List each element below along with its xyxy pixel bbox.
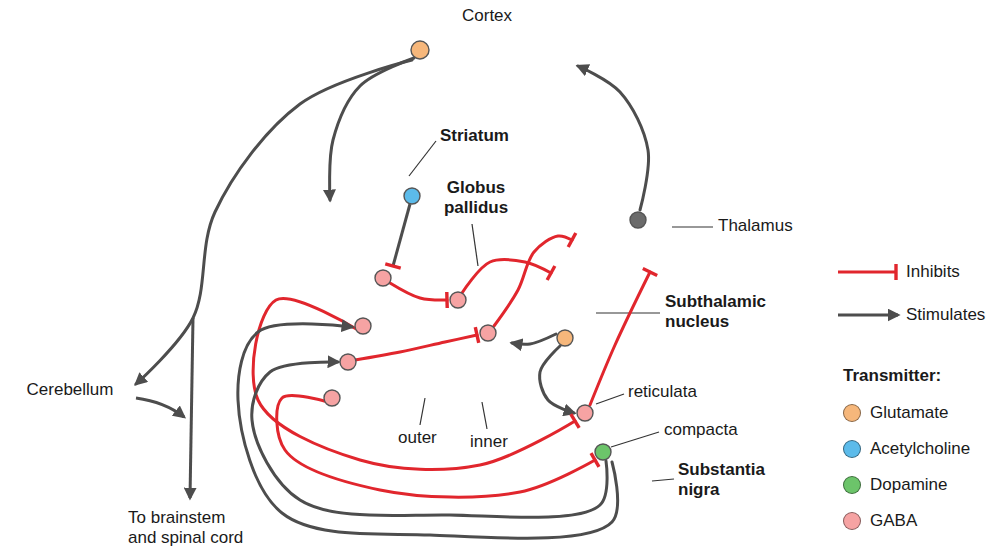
neuron-gaba	[480, 325, 496, 341]
part-label: inner	[470, 432, 508, 452]
globus-pallidus-shape	[373, 233, 551, 438]
descending-pathway	[190, 318, 193, 498]
legend-text: Acetylcholine	[870, 439, 970, 459]
part-label: reticulata	[628, 382, 697, 402]
grey-panel	[200, 70, 1000, 555]
inhibitory-connector	[390, 283, 447, 300]
globus-pallidus-shape	[398, 253, 526, 417]
neuron-acetylcholine	[404, 188, 420, 204]
nucleus-node: Globus pallidus	[398, 253, 526, 417]
legend-sample	[832, 260, 902, 284]
excitatory-connector	[136, 60, 412, 384]
neuron-gaba	[340, 354, 356, 370]
leader-line	[652, 479, 674, 481]
legend-text: Stimulates	[906, 305, 985, 325]
cortex-band	[80, 7, 1000, 118]
nucleus-node: Subthalamic nucleus	[533, 263, 601, 347]
excitatory-connector	[578, 66, 649, 210]
neuron-glutamate	[557, 330, 573, 346]
legend-swatch	[843, 404, 861, 422]
part-label: outer	[398, 428, 437, 448]
leader-line	[420, 398, 425, 425]
structure-name: Substantia nigra	[678, 460, 782, 501]
inhibitory-connector	[494, 236, 572, 326]
inhibitory-connector	[462, 259, 551, 293]
neuron-dopamine	[595, 444, 611, 460]
structure-name: Subthalamic nucleus	[665, 292, 783, 333]
subthalamic-shape	[533, 263, 601, 347]
inhibitory-connector	[355, 335, 477, 360]
structure-name: Globus pallidus	[434, 178, 518, 219]
segment-divider	[426, 257, 498, 413]
cerebellum-shape	[6, 352, 134, 428]
cortex-band	[80, 0, 1000, 125]
neuron-glutamate	[411, 41, 429, 59]
legend-text: Dopamine	[870, 475, 948, 495]
excitatory-connector	[252, 362, 607, 517]
legend-swatch	[843, 440, 861, 458]
neuron-gaba	[577, 405, 593, 421]
striatum-shape	[262, 140, 430, 430]
nucleus-node: Thalamus	[569, 181, 711, 269]
nucleus-node: Cortex	[80, 0, 1000, 125]
part-label: Transmitter:	[843, 366, 941, 386]
striatum-shape	[231, 123, 458, 448]
legend-line	[838, 271, 896, 274]
cerebellar-output	[136, 398, 184, 417]
part-label: To brainstem and spinal cord	[128, 508, 256, 547]
neuron-gaba	[375, 270, 391, 286]
leader-line	[596, 312, 660, 313]
leader-line	[482, 402, 487, 429]
structure-name: Cortex	[462, 6, 512, 26]
neuron-gaba	[324, 390, 340, 406]
part-label: compacta	[664, 420, 738, 440]
leader-line	[611, 432, 659, 447]
structure-name: Striatum	[440, 126, 509, 146]
thalamus-shape	[561, 169, 719, 281]
segment-divider	[522, 398, 663, 482]
neuron-thalamic	[630, 212, 646, 228]
legend-swatch	[843, 476, 861, 494]
structure-name: Cerebellum	[27, 380, 114, 400]
structure-name: Thalamus	[718, 216, 793, 236]
inhibitory-connector	[277, 396, 595, 498]
excitatory-connector	[330, 58, 414, 200]
excitatory-connector	[512, 334, 556, 344]
legend-box	[820, 348, 1000, 548]
neuron-gaba	[355, 318, 371, 334]
leader-line	[409, 141, 436, 176]
excitatory-connector	[238, 324, 618, 538]
cholinergic-link	[393, 204, 410, 266]
leader-line	[472, 224, 478, 266]
subthalamic-shape	[519, 252, 614, 359]
nucleus-node: Striatum	[262, 140, 430, 430]
legend-text: GABA	[870, 511, 917, 531]
legend-swatch	[843, 512, 861, 530]
legend-text: Inhibits	[906, 262, 960, 282]
legend-line	[838, 314, 898, 317]
nucleus-node: Cerebellum	[6, 352, 134, 428]
neuron-gaba	[450, 292, 466, 308]
excitatory-connector	[540, 346, 574, 413]
leader-line	[672, 226, 713, 227]
legend-sample	[832, 303, 902, 327]
leader-line	[596, 394, 624, 404]
thalamus-shape	[569, 181, 711, 269]
legend-text: Glutamate	[870, 403, 948, 423]
